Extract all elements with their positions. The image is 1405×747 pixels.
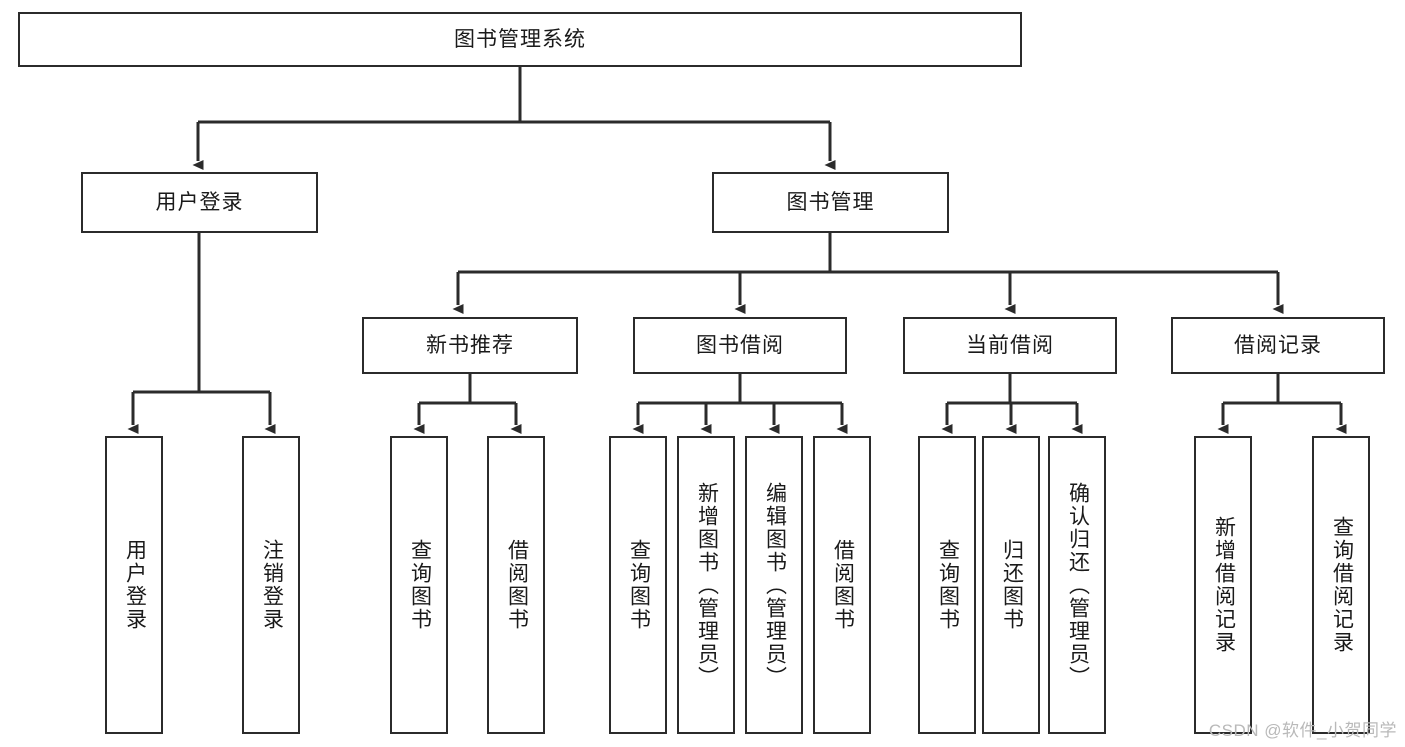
node-new-book-recommend[interactable]: 新书推荐 <box>362 317 578 374</box>
watermark-text: CSDN @软件_小贺同学 <box>1208 721 1397 740</box>
node-label: 注销登录 <box>260 539 284 631</box>
node-label: 查询借阅记录 <box>1330 516 1354 654</box>
node-label: 确认归还（管理员） <box>1066 481 1090 689</box>
node-label: 图书管理系统 <box>454 27 586 51</box>
node-label: 借阅图书 <box>831 539 855 631</box>
node-leaf-query-book-current[interactable]: 查询图书 <box>918 436 976 734</box>
node-book-manage[interactable]: 图书管理 <box>712 172 949 233</box>
node-leaf-borrow-book[interactable]: 借阅图书 <box>813 436 871 734</box>
node-leaf-add-borrow-record[interactable]: 新增借阅记录 <box>1194 436 1252 734</box>
node-current-borrow[interactable]: 当前借阅 <box>903 317 1117 374</box>
node-label: 新书推荐 <box>426 333 514 357</box>
node-label: 归还图书 <box>1000 539 1024 631</box>
node-leaf-confirm-return-admin[interactable]: 确认归还（管理员） <box>1048 436 1106 734</box>
node-leaf-logout-login[interactable]: 注销登录 <box>242 436 300 734</box>
node-leaf-return-book[interactable]: 归还图书 <box>982 436 1040 734</box>
node-label: 借阅图书 <box>505 539 529 631</box>
node-book-borrow[interactable]: 图书借阅 <box>633 317 847 374</box>
node-label: 图书管理 <box>786 190 875 214</box>
node-label: 新增借阅记录 <box>1212 516 1236 654</box>
node-label: 当前借阅 <box>966 333 1054 357</box>
node-leaf-add-book-admin[interactable]: 新增图书（管理员） <box>677 436 735 734</box>
node-leaf-query-borrow-record[interactable]: 查询借阅记录 <box>1312 436 1370 734</box>
node-leaf-query-book-recommend[interactable]: 查询图书 <box>390 436 448 734</box>
node-leaf-edit-book-admin[interactable]: 编辑图书（管理员） <box>745 436 803 734</box>
node-label: 借阅记录 <box>1234 333 1322 357</box>
node-leaf-borrow-book-recommend[interactable]: 借阅图书 <box>487 436 545 734</box>
node-label: 图书借阅 <box>696 333 784 357</box>
node-label: 查询图书 <box>627 539 651 631</box>
node-label: 用户登录 <box>123 539 147 631</box>
node-leaf-user-login[interactable]: 用户登录 <box>105 436 163 734</box>
node-borrow-record[interactable]: 借阅记录 <box>1171 317 1385 374</box>
node-label: 用户登录 <box>155 190 244 214</box>
node-label: 查询图书 <box>936 539 960 631</box>
node-label: 查询图书 <box>408 539 432 631</box>
node-leaf-query-book-borrow[interactable]: 查询图书 <box>609 436 667 734</box>
node-label: 新增图书（管理员） <box>695 481 719 689</box>
node-label: 编辑图书（管理员） <box>763 481 787 689</box>
node-user-login[interactable]: 用户登录 <box>81 172 318 233</box>
node-root-book-management-system[interactable]: 图书管理系统 <box>18 12 1022 67</box>
